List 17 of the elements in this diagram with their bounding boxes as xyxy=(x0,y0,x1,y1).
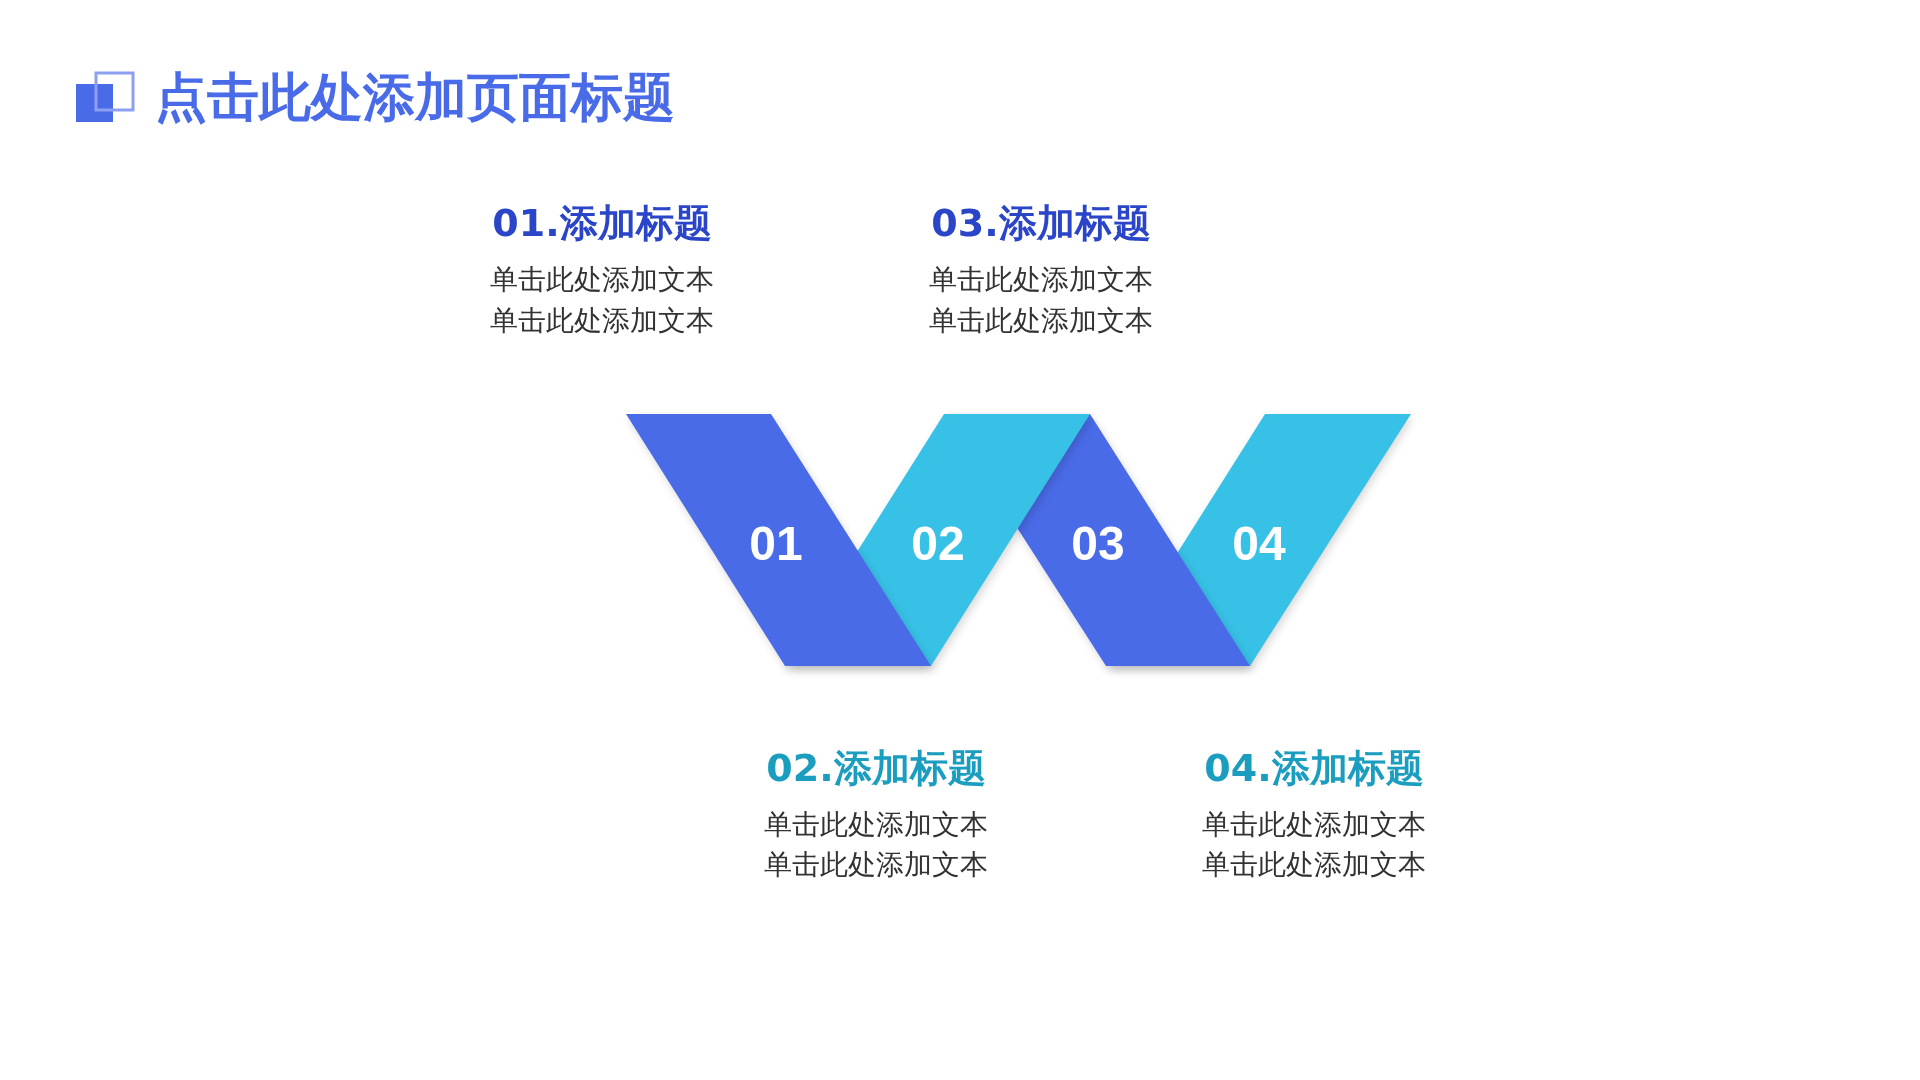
step-description: 单击此处添加文本 xyxy=(929,264,1153,296)
page-title: 点击此处添加页面标题 xyxy=(155,66,675,129)
step-description: 单击此处添加文本 xyxy=(1202,849,1426,881)
step-number: 04 xyxy=(1232,520,1286,568)
step-number: 02 xyxy=(911,520,965,568)
step-description: 单击此处添加文本 xyxy=(929,305,1153,337)
step-number: 01 xyxy=(749,520,803,568)
step-description: 单击此处添加文本 xyxy=(764,809,988,841)
step-heading: 04.添加标题 xyxy=(1204,748,1424,790)
step-description: 单击此处添加文本 xyxy=(1202,809,1426,841)
step-heading: 02.添加标题 xyxy=(766,748,986,790)
step-heading: 03.添加标题 xyxy=(931,203,1151,245)
step-heading: 01.添加标题 xyxy=(492,203,712,245)
step-description: 单击此处添加文本 xyxy=(490,264,714,296)
step-description: 单击此处添加文本 xyxy=(764,849,988,881)
step-number: 03 xyxy=(1071,520,1125,568)
step-description: 单击此处添加文本 xyxy=(490,305,714,337)
